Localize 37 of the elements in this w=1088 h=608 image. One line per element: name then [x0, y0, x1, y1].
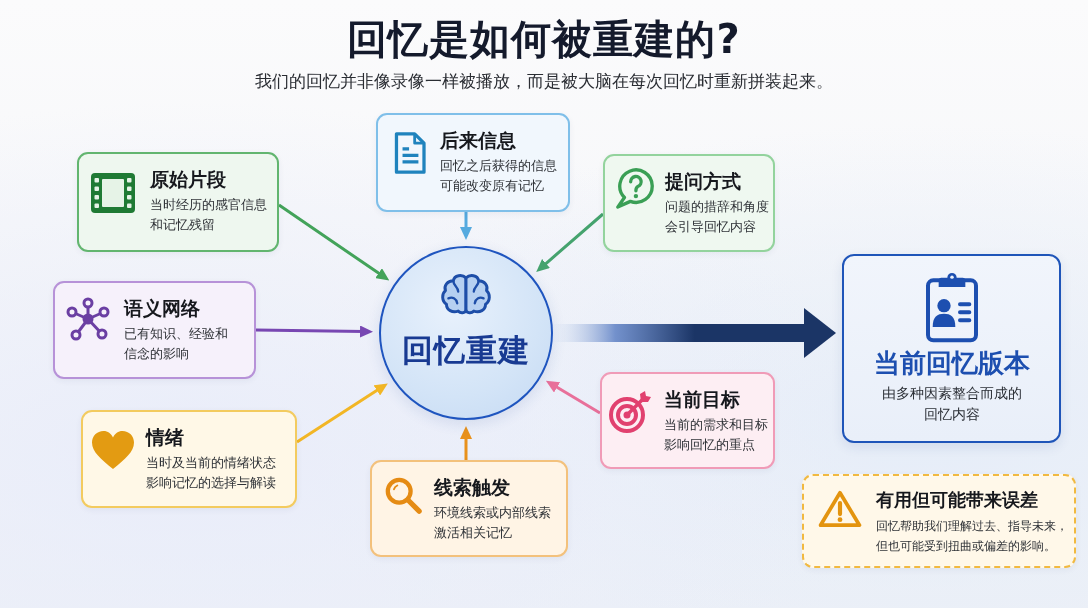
arrow	[545, 379, 601, 415]
card-description: 回忆之后获得的信息可能改变原有记忆	[440, 157, 558, 195]
result-title: 当前回忆版本	[873, 347, 1030, 379]
card-description: 问题的措辞和角度会引导回忆内容	[665, 198, 770, 236]
card-title: 原始片段	[150, 167, 227, 191]
factor-card	[370, 460, 568, 557]
result-card	[842, 254, 1061, 443]
card-description: 当前的需求和目标影响回忆的重点	[664, 416, 769, 454]
factor-card	[53, 281, 256, 379]
factor-card	[77, 152, 279, 252]
hub-title: 回忆重建	[402, 331, 530, 369]
arrow	[460, 426, 472, 460]
note-card	[802, 474, 1076, 568]
card-description: 当时及当前的情绪状态影响记忆的选择与解读	[146, 454, 277, 492]
arrow	[278, 203, 391, 282]
subtitle: 我们的回忆并非像录像一样被播放，而是被大脑在每次回忆时重新拼装起来。	[255, 70, 833, 93]
card-title: 语义网络	[124, 296, 201, 320]
card-title: 线索触发	[434, 475, 511, 499]
card-title: 情绪	[146, 425, 185, 449]
arrow	[296, 382, 389, 444]
factor-card	[376, 113, 570, 212]
card-description: 已有知识、经验和信念的影响	[124, 325, 229, 363]
card-description: 环境线索或内部线索激活相关记忆	[434, 504, 552, 542]
card-title: 后来信息	[440, 128, 517, 152]
card-title: 当前目标	[664, 387, 741, 411]
factor-card	[600, 372, 775, 469]
card-description: 当时经历的感官信息和记忆残留	[150, 196, 268, 234]
result-description: 由多种因素整合而成的回忆内容	[880, 384, 1023, 424]
page-title: 回忆是如何被重建的?	[347, 15, 741, 64]
note-title: 有用但可能带来误差	[876, 489, 1039, 511]
arrow	[255, 325, 374, 338]
arrow	[460, 212, 472, 240]
card-title: 提问方式	[665, 169, 742, 193]
note-text: 回忆帮助我们理解过去、指导未来，但也可能受到扭曲或偏差的影响。	[876, 518, 1069, 555]
factor-card	[81, 410, 297, 508]
arrow	[535, 212, 604, 274]
factor-card	[603, 154, 775, 252]
